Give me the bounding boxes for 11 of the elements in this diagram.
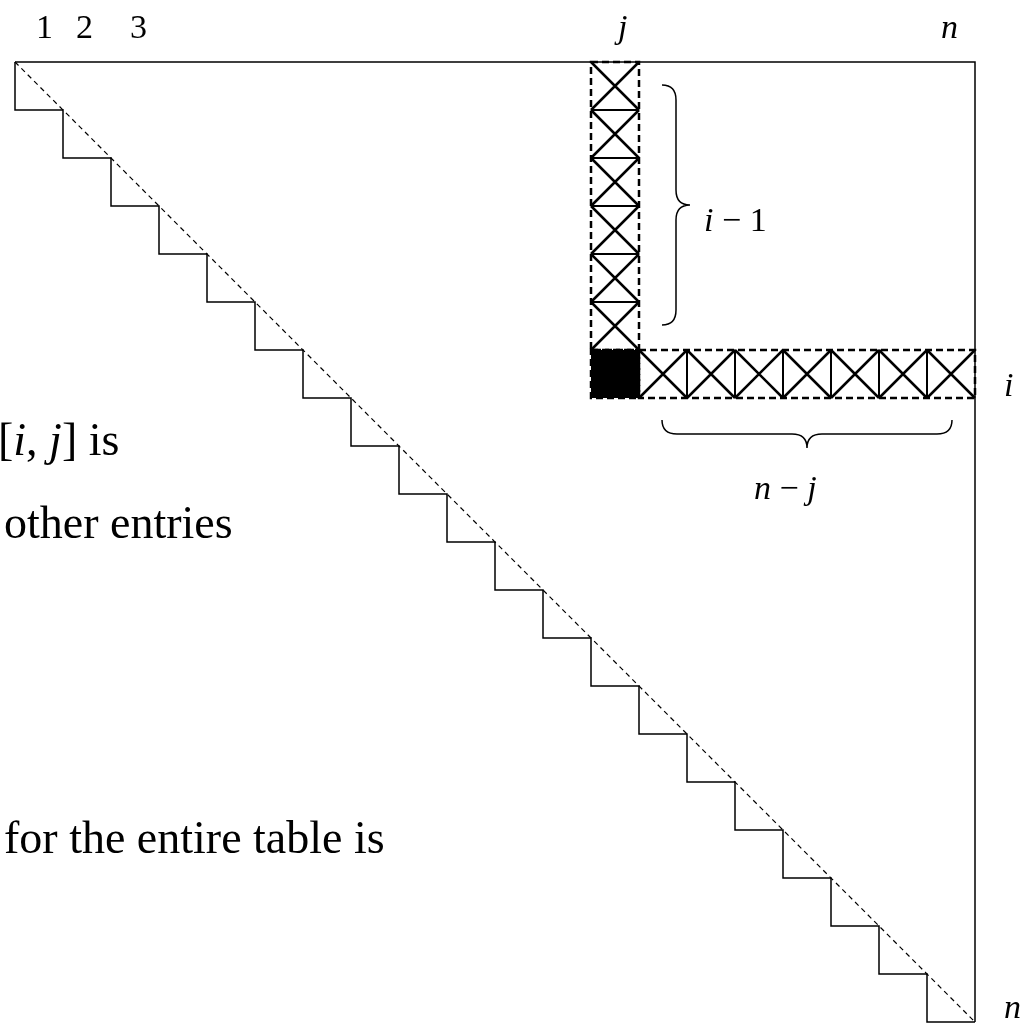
column-number: 2 bbox=[76, 10, 93, 44]
text-line: for the entire table is bbox=[4, 815, 385, 861]
brace-label: n − j bbox=[754, 471, 817, 505]
column-number: 1 bbox=[36, 10, 53, 44]
text-line: [i, j] is bbox=[0, 417, 120, 463]
text-line: other entries bbox=[4, 500, 233, 546]
column-index: n bbox=[941, 10, 958, 44]
row-index: i bbox=[1004, 368, 1014, 402]
row-index: n bbox=[1004, 990, 1021, 1024]
column-number: 3 bbox=[130, 10, 147, 44]
brace-label: i − 1 bbox=[704, 203, 767, 237]
